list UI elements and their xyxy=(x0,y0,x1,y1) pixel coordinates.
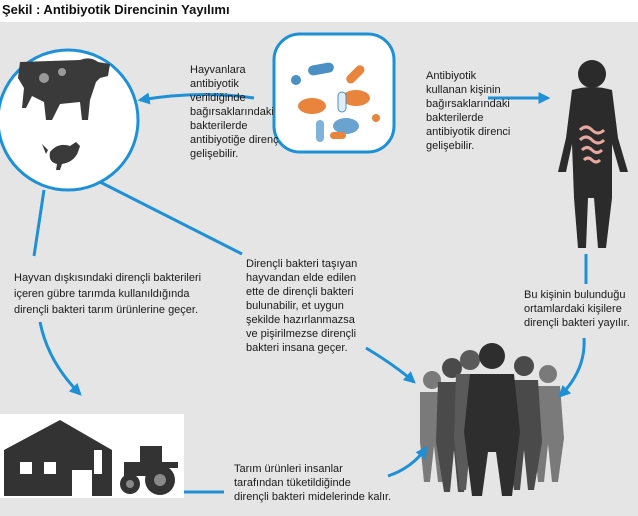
text-line: gelişebilir. xyxy=(426,140,475,152)
arrow-down-from-animals xyxy=(32,189,46,257)
text-line: şekilde hazırlanmazsa xyxy=(246,314,355,326)
text-line: bağırsaklarındaki xyxy=(190,106,274,118)
antibiotics-box xyxy=(272,32,396,154)
cow-icon xyxy=(18,58,110,120)
text-line: gelişebilir. xyxy=(190,148,239,160)
text-line: kullanan kişinin xyxy=(426,84,501,96)
tractor-icon xyxy=(120,446,178,495)
text-line: Dirençli bakteri taşıyan xyxy=(246,258,358,270)
text-line: bağırsaklarındaki xyxy=(426,98,510,110)
chicken-icon xyxy=(42,142,80,170)
arrow-to-crowd-left xyxy=(365,346,416,384)
arrow-to-crowd-bottom xyxy=(387,446,428,478)
crowd-icon xyxy=(420,343,564,496)
text-line: bakterilerde xyxy=(426,112,484,124)
text-line: Hayvanlara xyxy=(190,64,246,76)
text-line: ette de dirençli bakteri xyxy=(246,286,354,298)
text-manure: Hayvan dışkısındaki dirençli bakterileri… xyxy=(14,270,201,318)
text-community: Bu kişinin bulunduğu ortamlardaki kişile… xyxy=(524,288,630,330)
text-line: antibiyotiğe direnç xyxy=(190,134,279,146)
text-line: Bu kişinin bulunduğu xyxy=(524,289,626,301)
diagram-art xyxy=(0,32,628,498)
text-line: dirençli bakteri tarım ürünlerine geçer. xyxy=(14,304,199,316)
diagram-panel: Hayvanlara antibiyotik verildiğinde bağı… xyxy=(0,22,638,516)
barn-icon xyxy=(4,420,112,496)
text-line: dirençli bakteri yayılır. xyxy=(524,317,630,329)
arrow-to-crowd-right xyxy=(558,337,586,398)
text-meat: Dirençli bakteri taşıyan hayvandan elde … xyxy=(246,257,357,355)
text-line: bakteri insana geçer. xyxy=(246,342,348,354)
text-line: ortamlardaki kişilere xyxy=(524,303,622,315)
person-gut-icon xyxy=(558,60,628,248)
text-line: tarafından tüketildiğinde xyxy=(234,477,351,489)
text-line: ve pişirilmezse dirençli xyxy=(246,328,357,340)
text-line: dirençli bakteri midelerinde kalır. xyxy=(234,491,392,503)
arrow-to-animals xyxy=(137,92,255,105)
text-line: verildiğinde xyxy=(190,92,246,104)
text-line: hayvandan elde edilen xyxy=(246,272,357,284)
arrows xyxy=(32,92,588,494)
text-line: antibiyotik xyxy=(190,78,239,90)
arrow-to-meat xyxy=(99,180,243,256)
text-human: Antibiyotik kullanan kişinin bağırsaklar… xyxy=(426,69,510,153)
figure-title: Şekil : Antibiyotik Direncinin Yayılımı xyxy=(2,2,230,17)
text-farm: Tarım ürünleri insanlar tarafından tüket… xyxy=(234,462,391,504)
text-line: Hayvan dışkısındaki dirençli bakterileri xyxy=(14,272,202,284)
text-animals: Hayvanlara antibiyotik verildiğinde bağı… xyxy=(190,63,279,161)
text-line: Antibiyotik xyxy=(426,70,477,82)
text-line: bakterilerde xyxy=(190,120,248,132)
text-line: bulunabilir, et uygun xyxy=(246,300,344,312)
text-line: antibiyotik direnci xyxy=(426,126,511,138)
text-line: Tarım ürünleri insanlar xyxy=(234,463,343,475)
pills-icon xyxy=(291,62,380,142)
text-line: içeren gübre tarımda kullanıldığında xyxy=(14,288,190,300)
arrow-to-farm xyxy=(38,321,82,396)
